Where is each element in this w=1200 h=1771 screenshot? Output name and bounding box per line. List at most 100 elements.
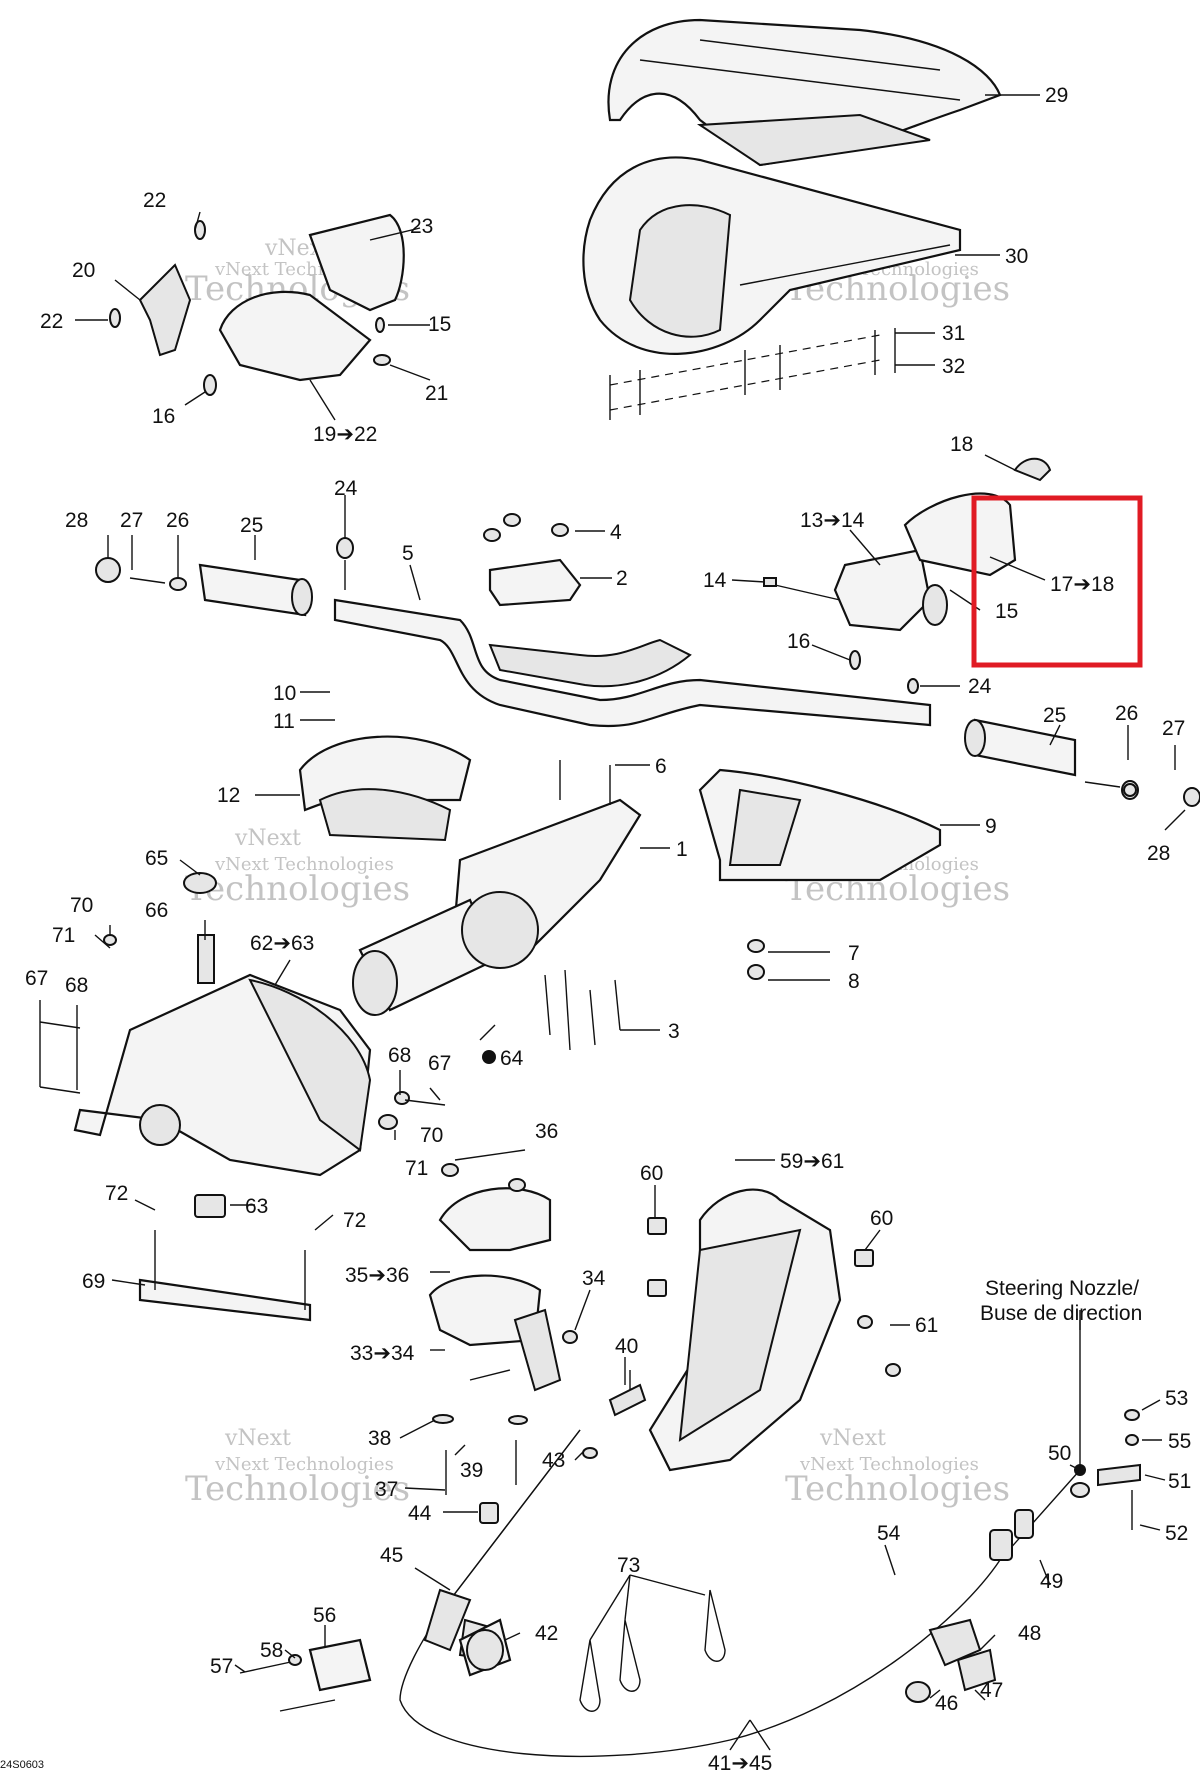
callout-56: 56	[313, 1604, 336, 1627]
watermark-text: Technologies	[185, 1469, 410, 1509]
callout-5: 5	[402, 542, 414, 565]
steering-column-part	[352, 760, 642, 1016]
callout-26: 26	[166, 509, 189, 532]
callout-2: 2	[616, 567, 628, 590]
callout-23: 23	[410, 215, 433, 238]
callout-38: 38	[368, 1427, 391, 1450]
callout-13-14: 13➔14	[800, 509, 865, 532]
front-cover-part	[298, 735, 472, 842]
callout-48: 48	[1018, 1622, 1041, 1645]
steering-nozzle-label-en: Steering Nozzle/	[985, 1277, 1139, 1300]
watermark-text: vNext	[234, 826, 301, 851]
callout-52: 52	[1165, 1522, 1188, 1545]
cover-screws	[609, 328, 896, 420]
nozzle-link-part	[1070, 1320, 1141, 1530]
callout-40: 40	[615, 1335, 638, 1358]
callout-53: 53	[1165, 1387, 1188, 1410]
cable-bracket-part	[239, 1638, 372, 1712]
callout-17-18: 17➔18	[1050, 573, 1114, 596]
callout-65: 65	[145, 847, 168, 870]
callout-36: 36	[535, 1120, 558, 1143]
callout-16: 16	[152, 405, 175, 428]
watermark-text: vNext	[819, 1426, 886, 1451]
callout-10: 10	[273, 682, 296, 705]
callout-67: 67	[428, 1052, 451, 1075]
callout-60: 60	[870, 1207, 893, 1230]
callout-43: 43	[542, 1449, 565, 1472]
callout-60: 60	[640, 1162, 663, 1185]
watermark-text: vNext Technologies	[214, 854, 394, 875]
callout-25: 25	[240, 514, 263, 537]
callout-11: 11	[273, 710, 295, 733]
callout-29: 29	[1045, 84, 1068, 107]
callout-16: 16	[787, 630, 810, 653]
callout-14: 14	[703, 569, 727, 592]
callout-34: 34	[582, 1267, 606, 1290]
watermark-text: vNext	[224, 1426, 291, 1451]
callout-12: 12	[217, 784, 240, 807]
callout-33-34: 33➔34	[350, 1342, 415, 1365]
column-bolts	[544, 939, 765, 1051]
callout-28: 28	[65, 509, 88, 532]
switch-housing-part	[763, 457, 1052, 670]
callout-67: 67	[25, 967, 48, 990]
callout-labels: 29 30 31 32 22 23 20 22 15 21 16 19➔22 1…	[25, 84, 1191, 1771]
callout-24: 24	[334, 477, 358, 500]
watermark-text: vNext Technologies	[799, 1454, 979, 1475]
callout-61: 61	[915, 1314, 938, 1337]
ball-joint-part	[479, 1370, 647, 1524]
callout-71: 71	[405, 1157, 428, 1180]
callout-15: 15	[995, 600, 1018, 623]
callout-28: 28	[1147, 842, 1170, 865]
callout-6: 6	[655, 755, 667, 778]
callout-44: 44	[408, 1502, 432, 1525]
callout-1: 1	[676, 838, 688, 861]
callout-7: 7	[848, 942, 860, 965]
highlight-box	[971, 495, 1143, 668]
left-grip-part	[95, 557, 313, 617]
handlebar-part	[333, 598, 932, 727]
support-plate-part	[138, 1230, 312, 1322]
leader-lines	[39, 94, 1186, 1751]
callout-64: 64	[500, 1047, 524, 1070]
callout-68: 68	[388, 1044, 411, 1067]
callout-55: 55	[1168, 1430, 1191, 1453]
clamp-part	[336, 513, 919, 694]
callout-22: 22	[143, 189, 166, 212]
callout-27: 27	[1162, 717, 1185, 740]
callout-69: 69	[82, 1270, 105, 1293]
watermark-text: Technologies	[785, 1469, 1010, 1509]
callout-3: 3	[668, 1020, 680, 1043]
callout-25: 25	[1043, 704, 1066, 727]
callout-42: 42	[535, 1622, 558, 1645]
watermark-text: Technologies	[185, 869, 410, 909]
callout-26: 26	[1115, 702, 1138, 725]
callout-46: 46	[935, 1692, 958, 1715]
callout-20: 20	[72, 259, 95, 282]
callout-8: 8	[848, 970, 860, 993]
callout-72: 72	[105, 1182, 128, 1205]
steering-arm-part	[647, 1188, 901, 1472]
rear-cover-part	[698, 768, 942, 882]
callout-54: 54	[877, 1522, 901, 1545]
callout-41-45: 41➔45	[708, 1752, 772, 1771]
callout-31: 31	[942, 322, 965, 345]
cable-nut-part	[458, 1618, 512, 1677]
callout-58: 58	[260, 1639, 283, 1662]
watermark-text: vNext Technologies	[214, 1454, 394, 1475]
steering-nozzle-label-fr: Buse de direction	[980, 1302, 1142, 1325]
support-part	[73, 973, 372, 1218]
callout-19-22: 19➔22	[313, 423, 377, 446]
callout-62-63: 62➔63	[250, 932, 314, 955]
callout-4: 4	[610, 521, 622, 544]
callout-47: 47	[980, 1679, 1003, 1702]
callout-9: 9	[985, 815, 997, 838]
drop-icon	[482, 1050, 496, 1064]
lower-cover-part	[582, 156, 962, 355]
callout-66: 66	[145, 899, 168, 922]
callout-30: 30	[1005, 245, 1028, 268]
callout-68: 68	[65, 974, 88, 997]
callout-51: 51	[1168, 1470, 1191, 1493]
callout-27: 27	[120, 509, 143, 532]
